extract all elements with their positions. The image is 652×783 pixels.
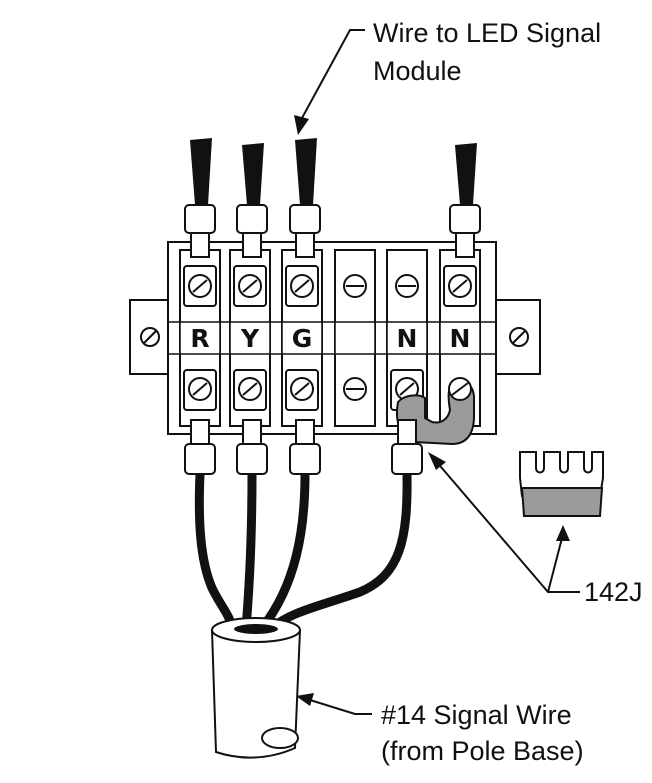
label-led-wire-line2: Module: [373, 56, 462, 86]
terminal-label-band: [167, 321, 497, 355]
terminal-label-r: R: [190, 324, 209, 353]
terminal-label-n1: N: [397, 324, 418, 353]
terminal-column-1: R: [179, 249, 221, 427]
leader-led-wire: [294, 29, 365, 135]
bottom-wire-y: [236, 419, 268, 629]
terminal-column-4: [334, 249, 376, 427]
terminal-label-g: G: [292, 324, 313, 353]
top-wire-r: [184, 138, 216, 258]
top-wire-g: [289, 138, 321, 258]
label-signal-wire-line2: (from Pole Base): [381, 736, 584, 766]
label-jumper-part: 142J: [584, 577, 643, 607]
mounting-tab-right: [491, 299, 541, 375]
leader-142j: [428, 452, 580, 593]
label-signal-wire-line1: #14 Signal Wire: [381, 700, 572, 730]
bottom-wire-n: [269, 419, 423, 632]
top-wire-y: [236, 143, 268, 258]
leader-signal-wire: [296, 693, 372, 715]
signal-wire-jacket: [211, 617, 301, 759]
label-led-wire-line1: Wire to LED Signal: [373, 18, 601, 48]
top-wire-n: [449, 143, 481, 258]
bottom-wire-g: [258, 419, 321, 631]
terminal-label-n2: N: [450, 324, 471, 353]
bottom-wire-r: [184, 419, 237, 629]
terminal-label-y: Y: [240, 324, 260, 353]
terminal-column-2: Y: [229, 249, 271, 427]
terminal-column-3: G: [281, 249, 323, 427]
spare-jumper-142j: [519, 451, 604, 517]
